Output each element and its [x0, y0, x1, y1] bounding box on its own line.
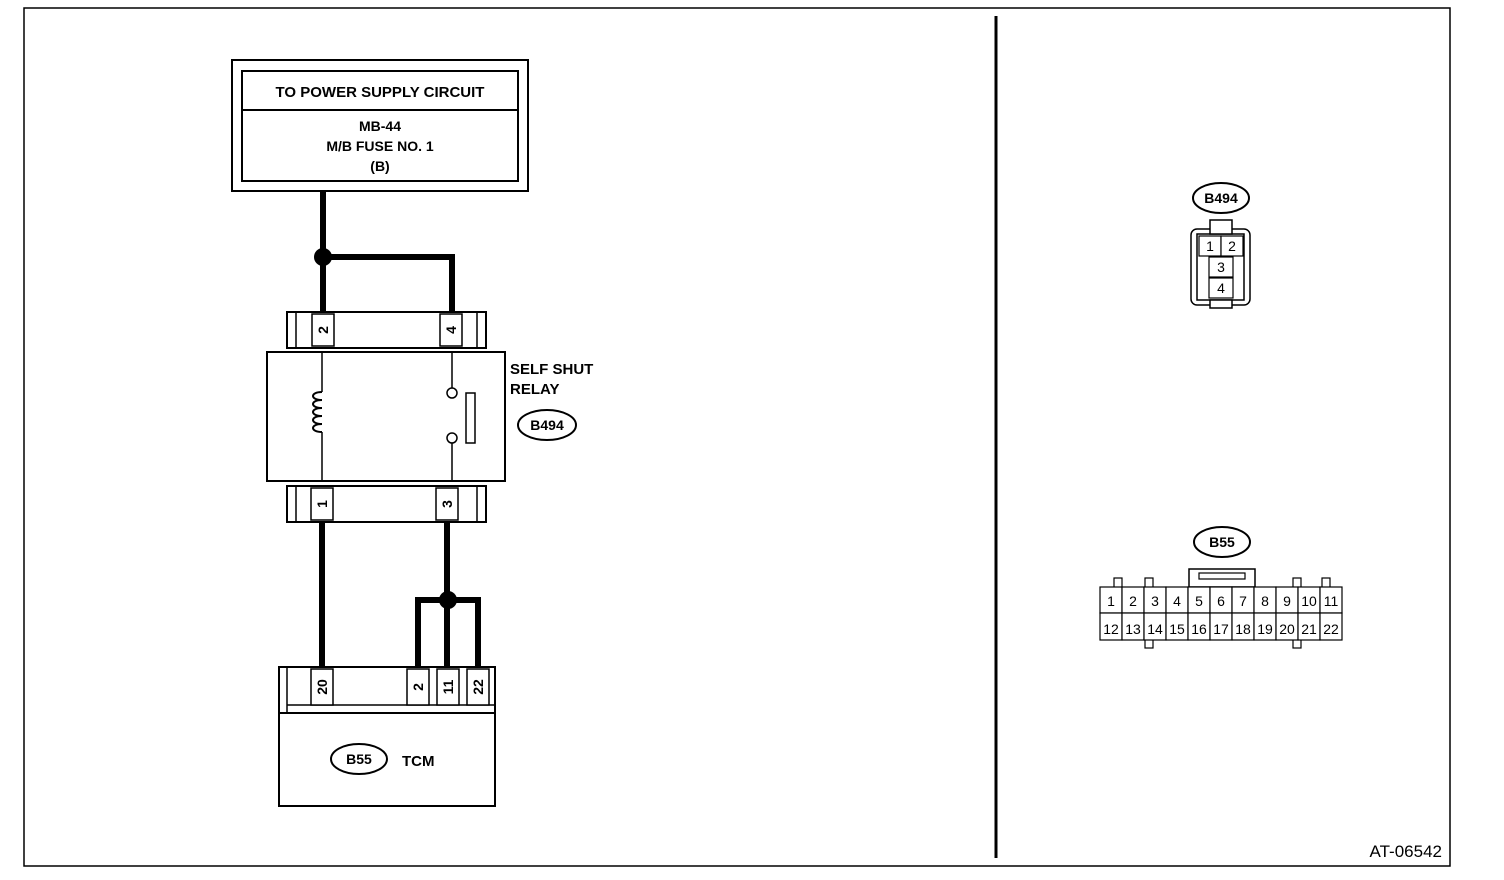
b55-bottom-pin-label: 18 [1235, 621, 1251, 637]
b55-top-pin-label: 11 [1324, 593, 1339, 609]
relay-body [266, 351, 506, 482]
relay-contact-lower-icon [446, 432, 458, 444]
relay-connector-code: B494 [530, 417, 564, 433]
b494-pin-4: 4 [1217, 280, 1225, 296]
relay-label-line1: SELF SHUT [510, 361, 593, 378]
b55-top-pin-label: 9 [1283, 593, 1291, 609]
b55-bottom-pin-label: 17 [1213, 621, 1229, 637]
wire-branch-to-pin4 [323, 254, 455, 313]
b55-view-badge [1193, 526, 1251, 558]
b55-bottom-pin-label: 15 [1169, 621, 1185, 637]
tcm-connector-code: B55 [346, 751, 372, 767]
relay-pin-4-label: 4 [443, 326, 459, 334]
relay-top-connector: 2 4 [286, 311, 487, 349]
b55-top-pin-label: 5 [1195, 593, 1203, 609]
splice-dot-top [314, 248, 332, 266]
relay-pin-3-label: 3 [439, 500, 455, 508]
b55-top-pin-label: 4 [1173, 593, 1181, 609]
power-supply-title: TO POWER SUPPLY CIRCUIT [276, 84, 485, 101]
tcm-connector: 20 2 11 22 [278, 666, 496, 714]
b55-top-pin-label: 8 [1261, 593, 1269, 609]
relay-contact-upper-icon [446, 387, 458, 399]
tcm-connector-badge [330, 743, 388, 775]
relay-pin-1-label: 1 [314, 500, 330, 508]
b55-bottom-pin-label: 22 [1323, 621, 1339, 637]
power-supply-connector: MB-44 [359, 118, 401, 134]
tcm-pin-20-label: 20 [314, 679, 330, 695]
b55-bottom-pin-label: 13 [1125, 621, 1141, 637]
wire-branch-to-tcm22 [447, 597, 481, 667]
figure-code: AT-06542 [1370, 842, 1442, 861]
b55-top-pin-label: 10 [1301, 593, 1317, 609]
b494-view-badge [1192, 182, 1250, 214]
b494-pin-2: 2 [1228, 238, 1236, 254]
tcm-body: B55 TCM [278, 712, 496, 807]
b55-top-pin-label: 2 [1129, 593, 1137, 609]
b55-bottom-pin-label: 20 [1279, 621, 1295, 637]
tcm-pin-22-label: 22 [470, 679, 486, 695]
b55-bottom-pin-label: 21 [1301, 621, 1317, 637]
tcm-pin-2-label: 2 [410, 683, 426, 691]
b55-top-pin-label: 6 [1217, 593, 1225, 609]
b55-view-label: B55 [1209, 534, 1235, 550]
relay-armature-icon [465, 392, 476, 444]
b55-bottom-pin-label: 14 [1147, 621, 1163, 637]
b494-view-label: B494 [1204, 190, 1238, 206]
b55-bottom-pin-label: 19 [1257, 621, 1273, 637]
relay-coil-icon [312, 391, 323, 433]
outer-frame [23, 7, 1451, 867]
tcm-pin-11-label: 11 [440, 679, 456, 694]
b55-top-pin-label: 1 [1107, 593, 1115, 609]
relay-pin-2-label: 2 [315, 326, 331, 334]
b55-bottom-pin-label: 16 [1191, 621, 1207, 637]
b55-bottom-pin-cell [1319, 612, 1343, 641]
b55-top-pin-label: 3 [1151, 593, 1159, 609]
b494-pin-3: 3 [1217, 259, 1225, 275]
wire-branch-to-tcm2 [415, 597, 447, 667]
b494-connector-view: B494 1 2 3 4 [1190, 182, 1251, 309]
b55-top-pin-label: 7 [1239, 593, 1247, 609]
relay-bottom-connector: 1 3 [286, 485, 487, 523]
splice-dot-bottom [439, 591, 457, 609]
power-supply-fuse: M/B FUSE NO. 1 [326, 138, 434, 154]
b55-bottom-pin-label: 12 [1103, 621, 1119, 637]
power-supply-color: (B) [370, 158, 389, 174]
b494-pin-1: 1 [1206, 238, 1214, 254]
relay-label-line2: RELAY [510, 381, 559, 398]
relay-connector-badge: B494 [517, 409, 577, 441]
tcm-label: TCM [402, 753, 435, 770]
power-supply-box: TO POWER SUPPLY CIRCUIT MB-44 M/B FUSE N… [231, 59, 529, 192]
